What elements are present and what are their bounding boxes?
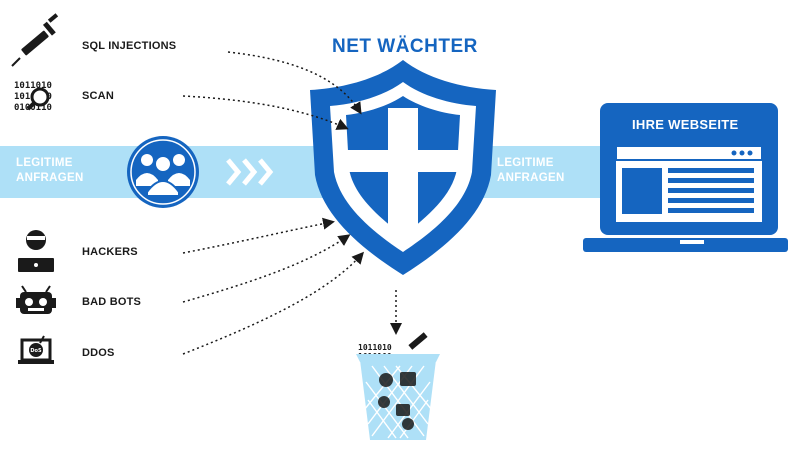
syringe-icon xyxy=(11,13,59,67)
legit-requests-right-label: LEGITIME ANFRAGEN xyxy=(497,157,565,184)
svg-text:DoS: DoS xyxy=(30,348,42,354)
ddos-laptop-icon: DoS xyxy=(18,335,54,364)
threat-label-hackers: HACKERS xyxy=(82,246,138,258)
page-title: NET WÄCHTER xyxy=(332,36,478,57)
trash-bin-icon: 1011010 1010100 xyxy=(356,332,440,440)
svg-text:1011010: 1011010 xyxy=(14,81,52,91)
threat-label-sql-injections: SQL INJECTIONS xyxy=(82,40,177,52)
svg-text:0100110: 0100110 xyxy=(14,103,52,113)
legit-requests-left-label: LEGITIME ANFRAGEN xyxy=(16,157,84,184)
legit-band-right xyxy=(470,146,626,198)
website-title: IHRE WEBSEITE xyxy=(632,117,739,132)
bot-icon xyxy=(16,285,56,314)
chevron-arrows-icon xyxy=(226,158,274,186)
binary-scan-icon: 1011010 1010100 0100110 xyxy=(14,81,52,113)
threat-label-bad-bots: BAD BOTS xyxy=(82,296,142,308)
threat-label-scan: SCAN xyxy=(82,90,114,102)
threat-label-ddos: DDOS xyxy=(82,347,115,359)
svg-text:1011010: 1011010 xyxy=(358,343,392,352)
hacker-icon xyxy=(18,230,54,272)
website-laptop-icon xyxy=(583,103,788,252)
users-group-icon xyxy=(127,136,199,208)
threat-arrows xyxy=(182,51,402,355)
